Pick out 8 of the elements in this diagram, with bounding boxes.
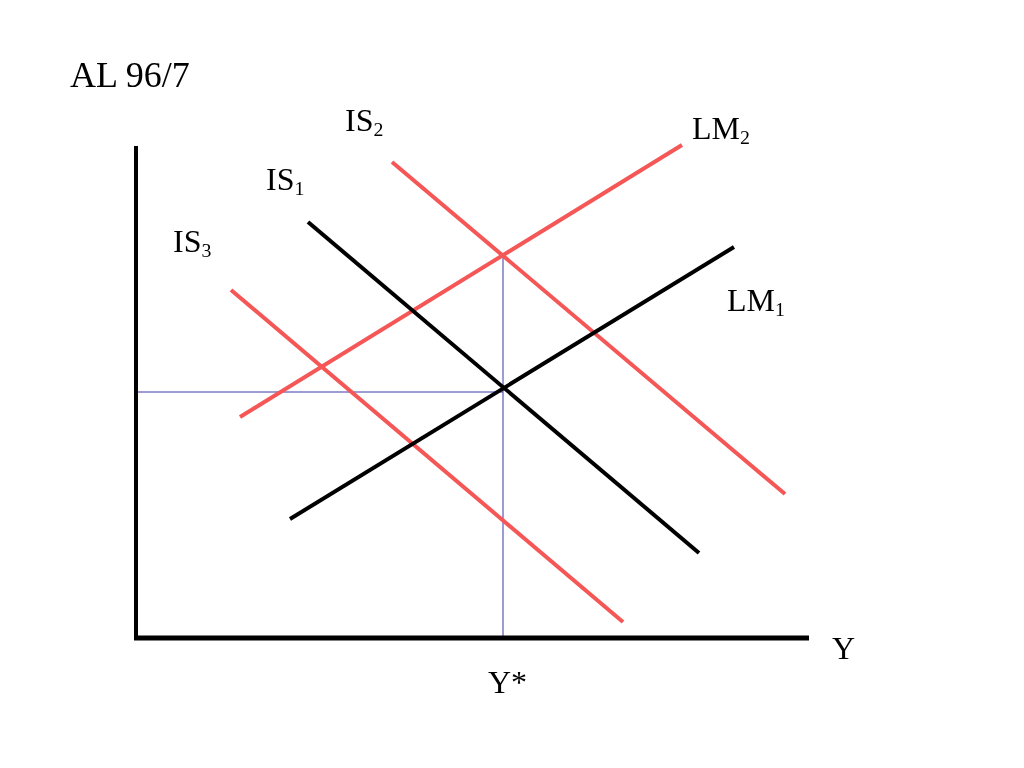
curve-label: LM$_{2}$ [692,112,750,144]
curve-label: IS$_{1}$ [266,163,305,195]
curve-label: LM$_{1}$ [727,284,785,316]
title: AL 96/7 [70,57,190,93]
axis-tick-label: Y* [488,666,528,698]
curve-label: IS$_{3}$ [173,225,212,257]
curve-label: IS$_{2}$ [345,104,384,136]
axis-label: Y [832,632,856,664]
